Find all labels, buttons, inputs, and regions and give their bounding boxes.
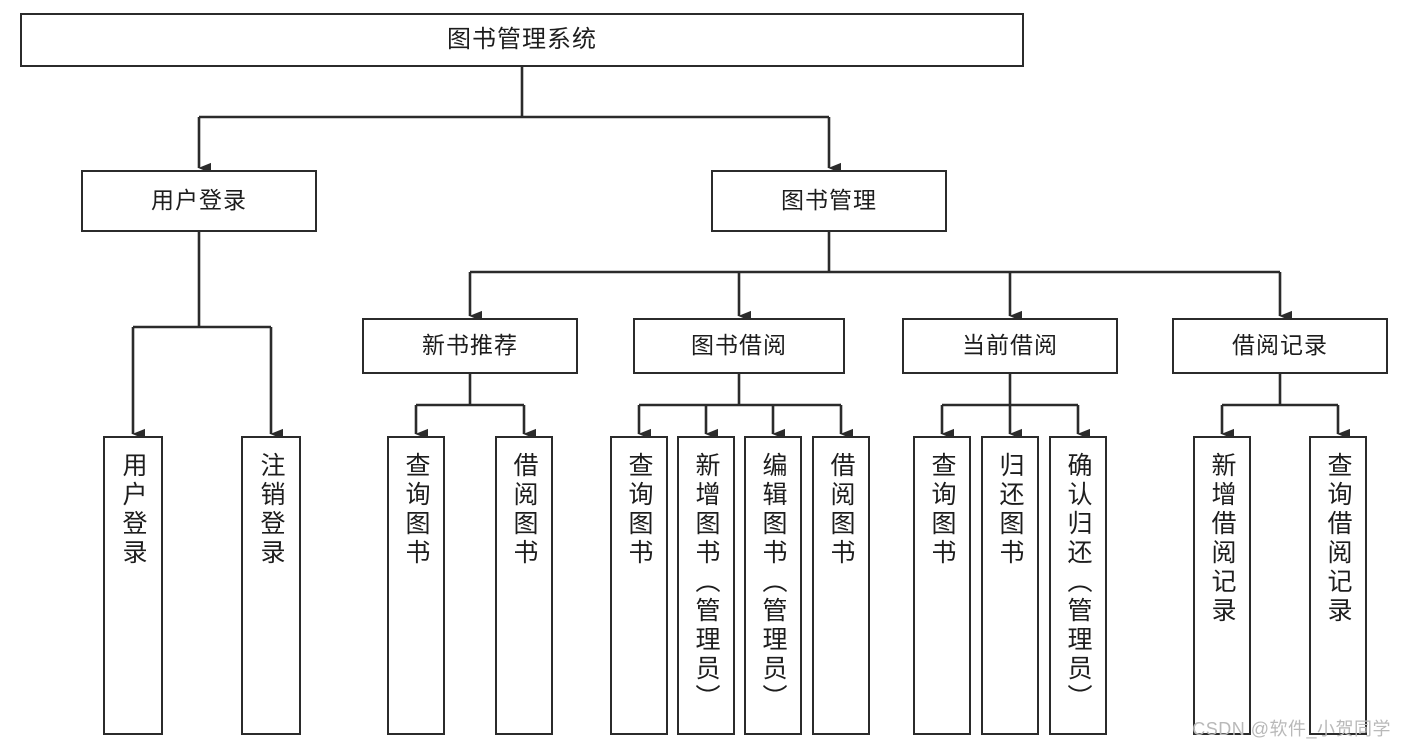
leaf-label: 归还图书 <box>996 452 1024 568</box>
leaf-query-book-new[interactable]: 查询图书 <box>387 436 445 735</box>
leaf-logout-login[interactable]: 注销登录 <box>241 436 301 735</box>
leaf-label: 借阅图书 <box>510 452 538 568</box>
leaf-add-borrow-record[interactable]: 新增借阅记录 <box>1193 436 1251 735</box>
node-label: 用户登录 <box>151 187 247 214</box>
leaf-return-book[interactable]: 归还图书 <box>981 436 1039 735</box>
node-label: 图书借阅 <box>691 332 787 359</box>
leaf-query-book-current[interactable]: 查询图书 <box>913 436 971 735</box>
node-user-login[interactable]: 用户登录 <box>81 170 317 232</box>
leaf-label: 确认归还（管理员） <box>1064 452 1092 713</box>
leaf-query-book-borrow[interactable]: 查询图书 <box>610 436 668 735</box>
node-borrow-record[interactable]: 借阅记录 <box>1172 318 1388 374</box>
node-label: 图书管理 <box>781 187 877 214</box>
leaf-borrow-book-new[interactable]: 借阅图书 <box>495 436 553 735</box>
leaf-label: 查询图书 <box>625 452 653 568</box>
leaf-user-login[interactable]: 用户登录 <box>103 436 163 735</box>
node-label: 图书管理系统 <box>447 25 597 53</box>
node-book-management[interactable]: 图书管理 <box>711 170 947 232</box>
node-current-borrow[interactable]: 当前借阅 <box>902 318 1118 374</box>
leaf-query-borrow-record[interactable]: 查询借阅记录 <box>1309 436 1367 735</box>
leaf-label: 注销登录 <box>257 452 285 568</box>
node-label: 新书推荐 <box>422 332 518 359</box>
leaf-confirm-return-admin[interactable]: 确认归还（管理员） <box>1049 436 1107 735</box>
node-label: 借阅记录 <box>1232 332 1328 359</box>
node-new-book-recommend[interactable]: 新书推荐 <box>362 318 578 374</box>
leaf-label: 新增图书（管理员） <box>692 452 720 713</box>
leaf-label: 新增借阅记录 <box>1208 452 1236 626</box>
node-root-book-management-system[interactable]: 图书管理系统 <box>20 13 1024 67</box>
leaf-label: 编辑图书（管理员） <box>759 452 787 713</box>
leaf-add-book-admin[interactable]: 新增图书（管理员） <box>677 436 735 735</box>
leaf-label: 查询图书 <box>928 452 956 568</box>
leaf-borrow-book[interactable]: 借阅图书 <box>812 436 870 735</box>
leaf-label: 查询借阅记录 <box>1324 452 1352 626</box>
leaf-label: 用户登录 <box>119 452 147 568</box>
leaf-label: 查询图书 <box>402 452 430 568</box>
node-book-borrow[interactable]: 图书借阅 <box>633 318 845 374</box>
leaf-label: 借阅图书 <box>827 452 855 568</box>
leaf-edit-book-admin[interactable]: 编辑图书（管理员） <box>744 436 802 735</box>
node-label: 当前借阅 <box>962 332 1058 359</box>
csdn-watermark: CSDN @软件_小贺同学 <box>1192 719 1391 739</box>
